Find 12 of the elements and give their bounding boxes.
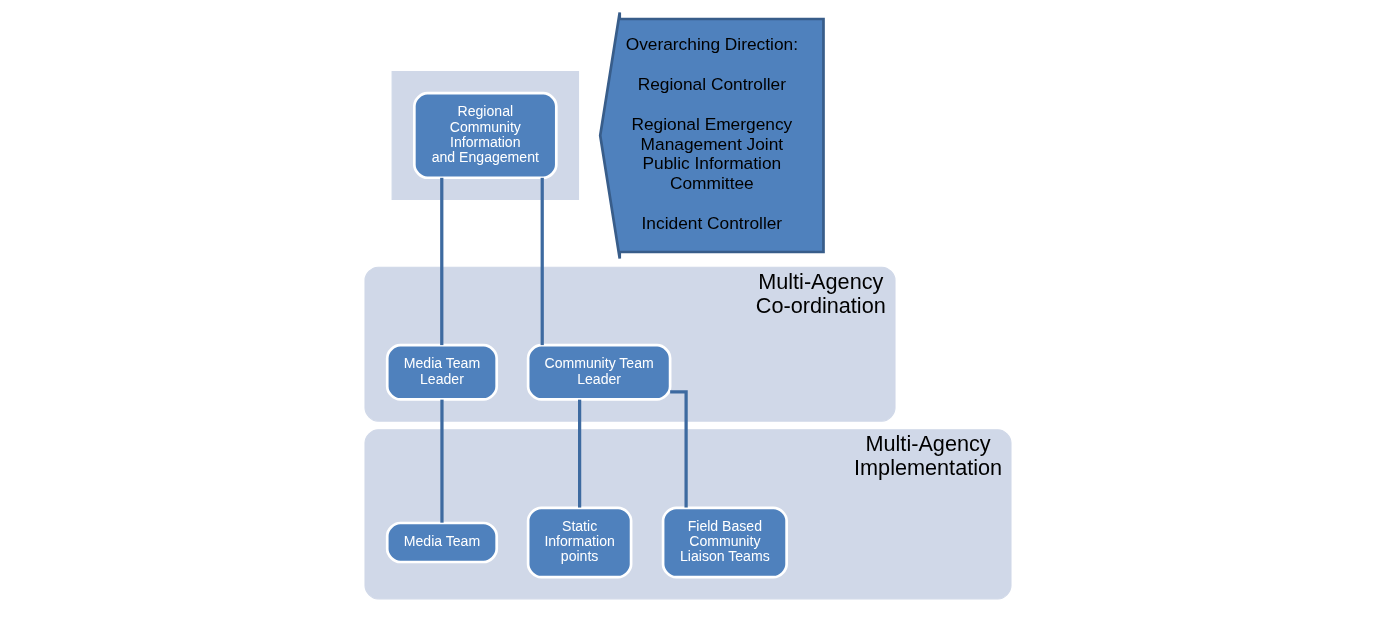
node-box: Media Team [385,521,498,564]
node-box: Field Based Community Liaison Teams [661,506,788,579]
connector [669,390,688,508]
connector [540,177,544,346]
connector [439,177,443,346]
connector [577,399,581,508]
connector [439,399,444,523]
node-box: Regional Community Information and Engagement [412,91,558,180]
node-box: Static Information points [526,506,632,579]
node-box: Media Team Leader [385,343,498,401]
cluster [391,71,579,200]
node-box: Community Team Leader [526,343,671,401]
